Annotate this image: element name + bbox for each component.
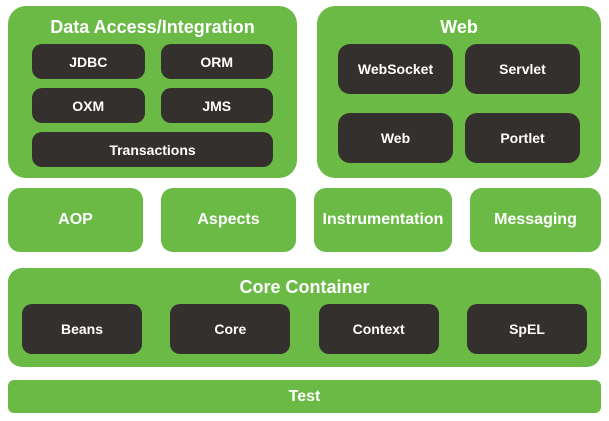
module-spel: SpEL	[466, 304, 587, 354]
panel-core-container: Core Container Beans Core Context SpEL	[8, 268, 601, 367]
module-transactions: Transactions	[32, 132, 273, 167]
block-aspects: Aspects	[161, 188, 296, 252]
core-container-modules: Beans Core Context SpEL	[8, 304, 601, 354]
block-aop: AOP	[8, 188, 143, 252]
core-container-title: Core Container	[239, 277, 370, 297]
module-orm: ORM	[160, 44, 273, 79]
data-access-title: Data Access/Integration	[50, 17, 255, 37]
web-title: Web	[440, 17, 478, 37]
module-websocket: WebSocket	[338, 44, 453, 94]
test-title: Test	[288, 387, 321, 405]
module-core: Core	[170, 304, 291, 354]
module-jms: JMS	[160, 88, 273, 123]
module-jdbc: JDBC	[32, 44, 145, 79]
block-instrumentation: Instrumentation	[314, 188, 452, 252]
panel-data-access-integration: Data Access/Integration JDBC ORM OXM JMS…	[8, 6, 297, 178]
top-row: Data Access/Integration JDBC ORM OXM JMS…	[8, 6, 601, 178]
module-portlet: Portlet	[465, 113, 580, 163]
module-servlet: Servlet	[465, 44, 580, 94]
data-access-modules: JDBC ORM OXM JMS Transactions	[8, 44, 297, 167]
panel-test: Test	[8, 380, 601, 413]
module-context: Context	[318, 304, 439, 354]
panel-web: Web WebSocket Servlet Web Portlet	[317, 6, 601, 178]
module-web: Web	[338, 113, 453, 163]
module-oxm: OXM	[32, 88, 145, 123]
block-messaging: Messaging	[470, 188, 601, 252]
middle-row: AOP Aspects Instrumentation Messaging	[8, 188, 601, 252]
web-modules: WebSocket Servlet Web Portlet	[317, 44, 601, 163]
module-beans: Beans	[22, 304, 142, 354]
